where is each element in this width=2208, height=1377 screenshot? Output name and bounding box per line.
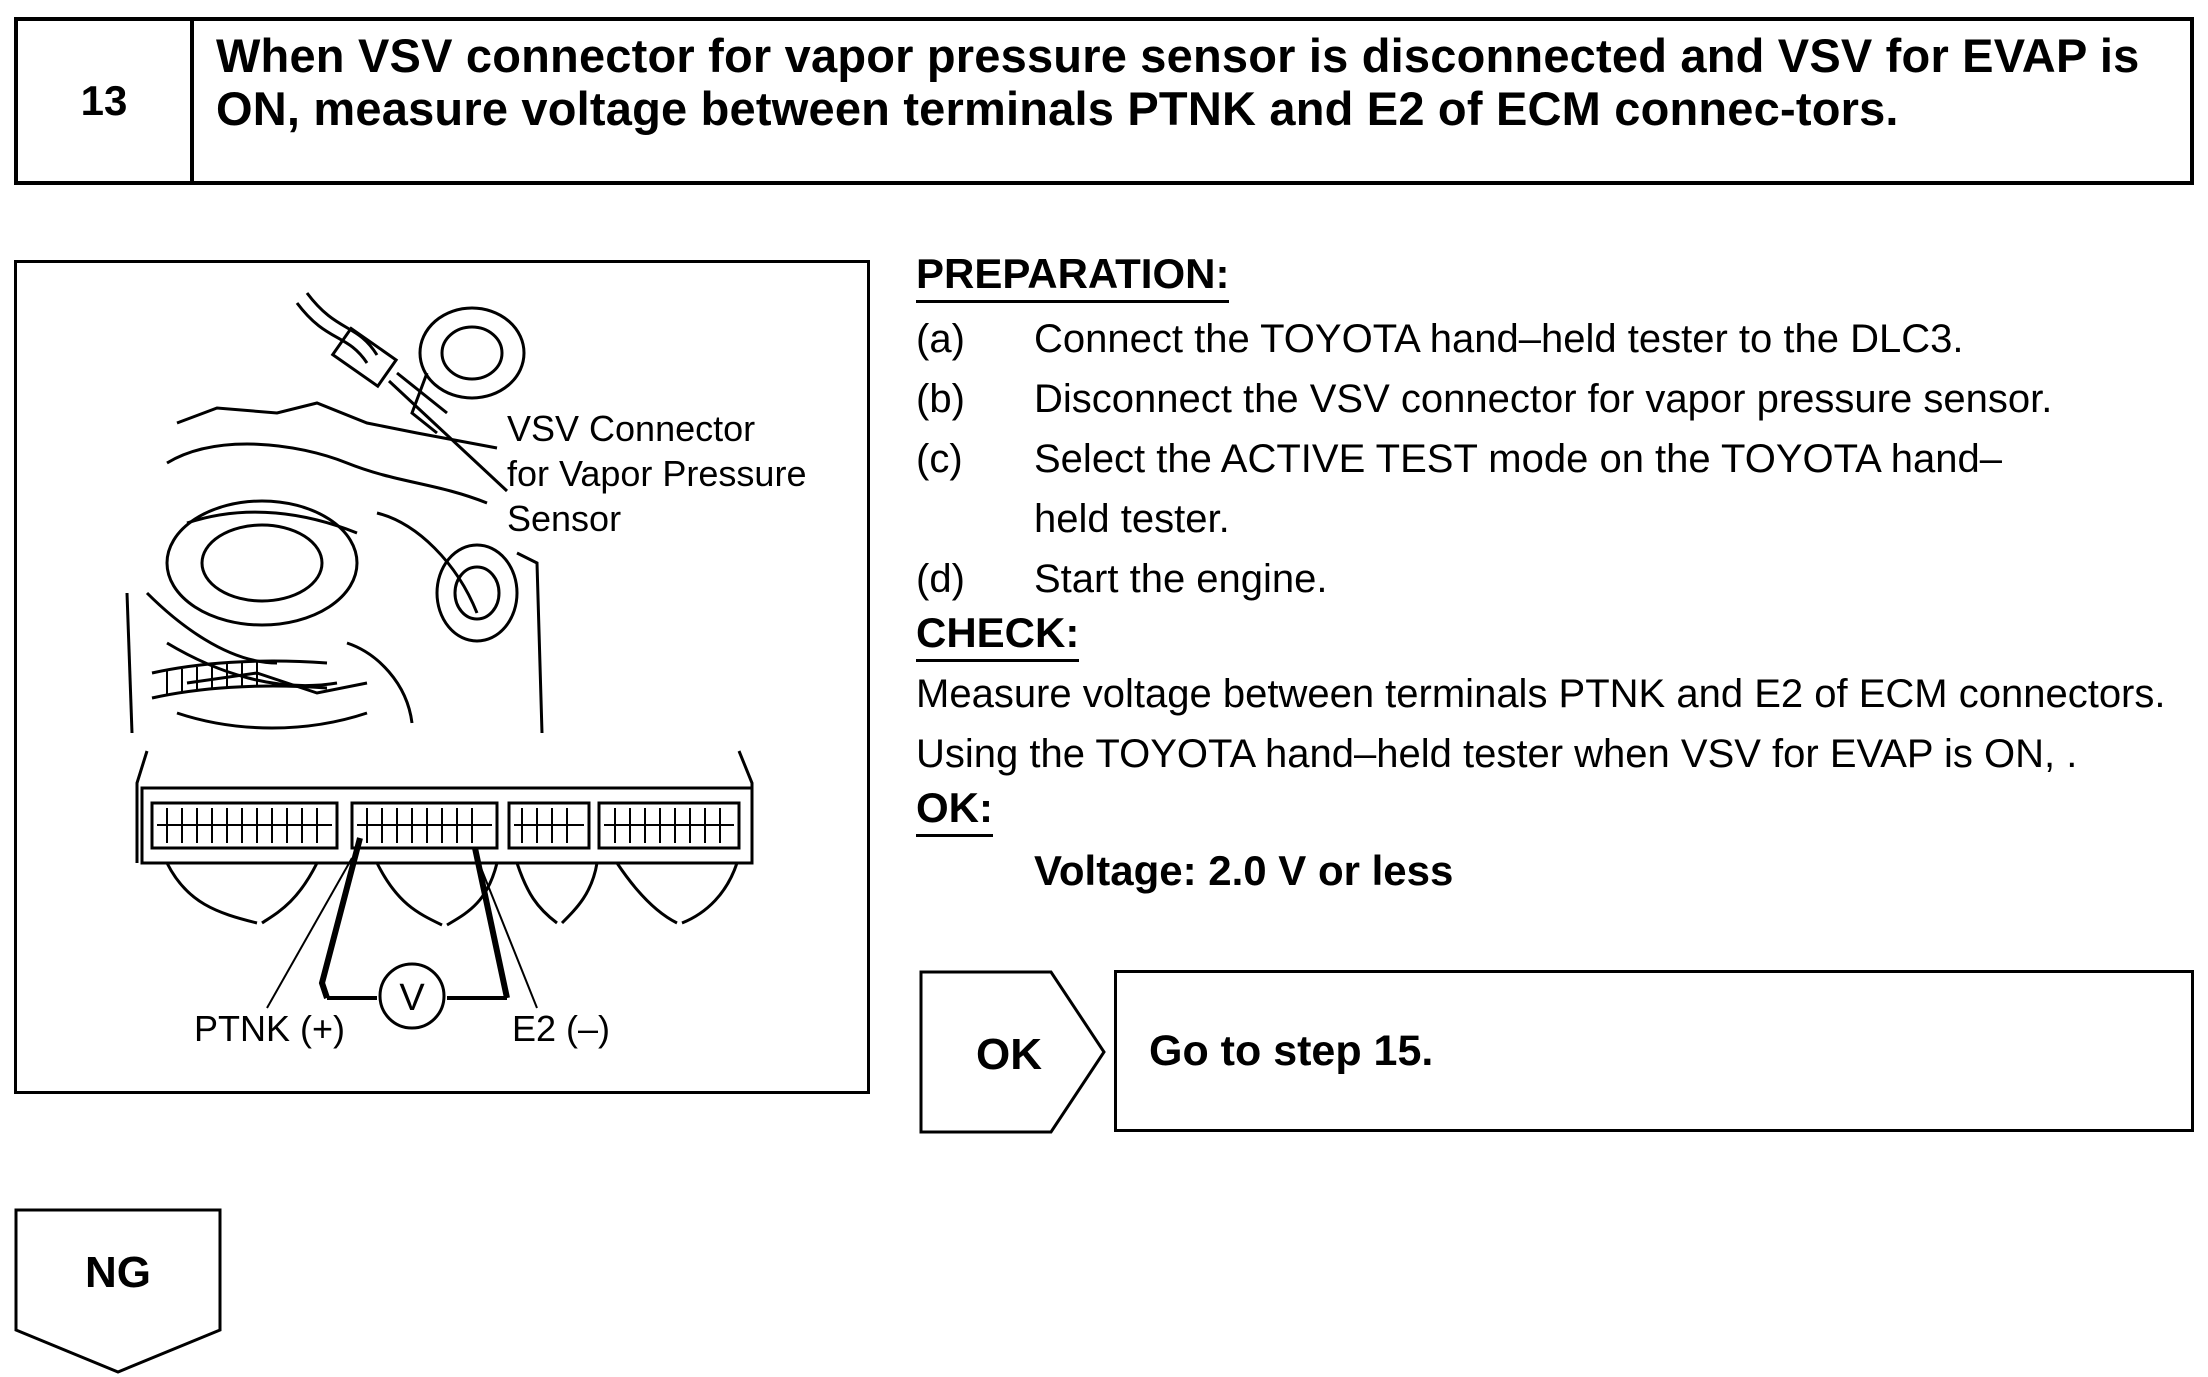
terminal-ptnk-label: PTNK (+) (194, 1008, 346, 1049)
list-item: (d) Start the engine. (916, 549, 2206, 609)
preparation-heading: PREPARATION: (916, 250, 1230, 303)
ok-arrow-icon (919, 970, 1106, 1134)
callout-line: for Vapor Pressure (507, 453, 807, 494)
step-header: 13 When VSV connector for vapor pressure… (14, 17, 2194, 185)
callout-line: VSV Connector (507, 408, 756, 449)
preparation-list: (a) Connect the TOYOTA hand–held tester … (916, 309, 2206, 609)
list-item: (b) Disconnect the VSV connector for vap… (916, 369, 2206, 429)
list-item: (a) Connect the TOYOTA hand–held tester … (916, 309, 2206, 369)
item-text: Disconnect the VSV connector for vapor p… (1034, 377, 2053, 421)
ok-label: OK (976, 1030, 1042, 1079)
list-item: (c) Select the ACTIVE TEST mode on the T… (916, 429, 2206, 549)
ng-arrow-icon (14, 1208, 222, 1374)
item-letter: (d) (916, 557, 965, 601)
vsv-connector-callout: VSV Connector for Vapor Pressure Sensor (507, 406, 806, 541)
callout-line: Sensor (507, 498, 622, 539)
engine-ecm-illustration: V VSV Connector for Vapor Pressure Senso… (14, 260, 870, 1094)
voltage-criteria: Voltage: 2.0 V or less (1034, 847, 1454, 894)
item-text: Connect the TOYOTA hand–held tester to t… (1034, 317, 1964, 361)
go-to-step-box: Go to step 15. (1114, 970, 2194, 1132)
item-text: Select the ACTIVE TEST mode on the TOYOT… (1034, 437, 2002, 541)
voltmeter-symbol: V (399, 977, 425, 1019)
step-number: 13 (18, 21, 194, 181)
ok-criteria-block: OK: Voltage: 2.0 V or less (916, 784, 2206, 895)
item-letter: (b) (916, 377, 965, 421)
check-text: Measure voltage between terminals PTNK a… (916, 672, 2166, 776)
step-title: When VSV connector for vapor pressure se… (216, 29, 2140, 135)
item-letter: (c) (916, 437, 963, 481)
item-text: Start the engine. (1034, 557, 1328, 601)
engine-diagram: V (125, 292, 754, 1030)
check-heading: CHECK: (916, 609, 1080, 662)
terminal-e2-label: E2 (–) (512, 1008, 611, 1049)
item-letter: (a) (916, 317, 965, 361)
ok-heading: OK: (916, 784, 993, 837)
instructions: PREPARATION: (a) Connect the TOYOTA hand… (916, 250, 2206, 895)
ng-label: NG (85, 1248, 151, 1297)
